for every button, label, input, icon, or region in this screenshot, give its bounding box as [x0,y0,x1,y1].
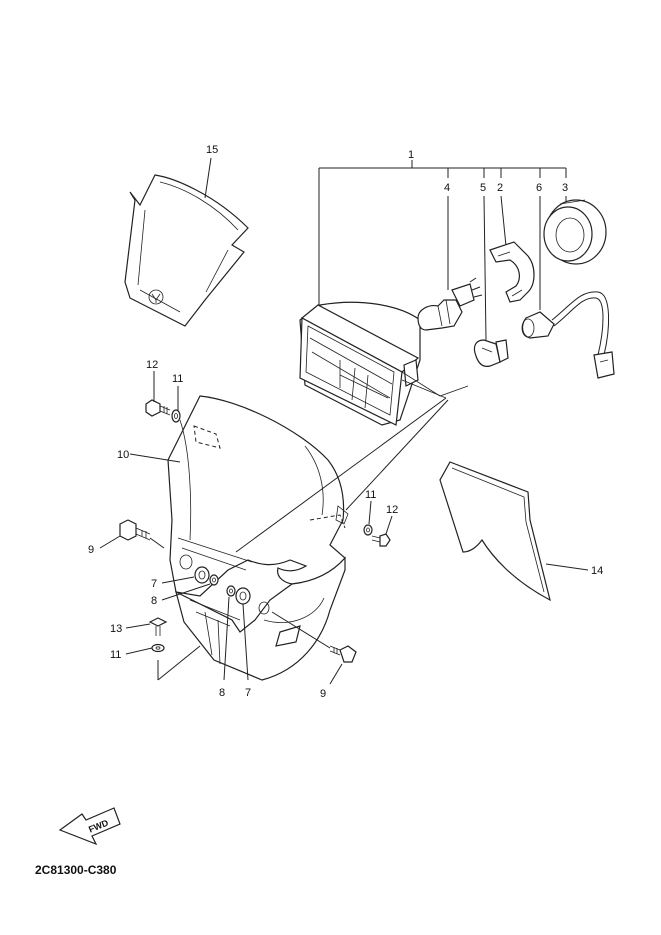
washer-part-11-top[interactable] [171,409,181,423]
leader-7-center [242,603,249,681]
leader-10 [129,453,181,463]
callout-bracket-1 [318,160,567,308]
fwd-arrow-icon: FWD [58,807,121,846]
washer-part-11-right[interactable] [363,524,373,536]
windscreen-part-15[interactable] [124,174,249,327]
callout-14: 14 [591,565,603,577]
collar-part-8-left[interactable] [209,574,219,586]
leader-12-right [385,515,393,535]
socket-cord-part-6[interactable] [521,291,615,379]
callout-7-left: 7 [151,578,157,590]
callout-11-top: 11 [172,373,183,385]
callout-1: 1 [408,149,414,161]
callout-12-top: 12 [146,359,158,371]
grommet-part-7-left[interactable] [194,566,210,584]
callout-9-left: 9 [88,544,94,556]
headlight-cover-part-3[interactable] [543,199,607,265]
leader-bottom-link [157,645,201,681]
callout-3: 3 [562,182,568,194]
callout-8-left: 8 [151,595,157,607]
leader-2 [500,195,507,247]
grommet-part-7-center[interactable] [235,587,251,605]
leader-7-left [161,576,195,584]
headlight-bulb-part-4[interactable] [417,277,483,331]
position-bulb-part-5[interactable] [473,339,509,367]
leader-11-right [368,500,372,525]
leader-14 [545,563,589,571]
leader-9-right [329,663,343,685]
leader-9-left-b [149,537,165,549]
callout-8-center: 8 [219,687,225,699]
bolt-part-12-right[interactable] [371,533,391,547]
callout-6: 6 [536,182,542,194]
tuning-fork-logo-icon [148,289,164,305]
callout-9-right: 9 [320,688,326,700]
callout-11-right: 11 [365,489,376,501]
callout-11-bottom: 11 [110,649,121,661]
leader-13 [125,623,151,629]
callout-2: 2 [497,182,503,194]
panel-part-14[interactable] [439,461,551,602]
leader-8-left [161,583,211,601]
leader-mount-a [235,397,447,553]
leader-mount-b [345,399,449,511]
leader-8-center [223,596,230,681]
collar-part-8-center[interactable] [226,585,236,597]
bulb-clip-part-2[interactable] [489,241,535,303]
bolt-part-13[interactable] [148,617,168,636]
callout-13: 13 [110,623,122,635]
leader-9-left [99,535,121,549]
callout-15: 15 [206,144,218,156]
headlight-unit-part-1[interactable] [299,301,469,426]
bolt-part-9-right[interactable] [329,645,357,663]
leader-9-right-b [271,611,331,649]
callout-5: 5 [480,182,486,194]
diagram-code: 2C81300-C380 [35,863,117,877]
bolt-part-9-left[interactable] [119,519,151,541]
washer-part-11-bottom[interactable] [151,643,165,653]
leader-15 [204,157,212,199]
callout-10: 10 [117,449,129,461]
leader-11-bottom [125,647,153,655]
leader-5 [483,195,487,341]
callout-12-right: 12 [386,504,398,516]
headlight-cowling-part-10[interactable] [167,395,349,681]
callout-7-center: 7 [245,687,251,699]
bolt-part-12-top[interactable] [145,399,171,417]
callout-4: 4 [444,182,450,194]
